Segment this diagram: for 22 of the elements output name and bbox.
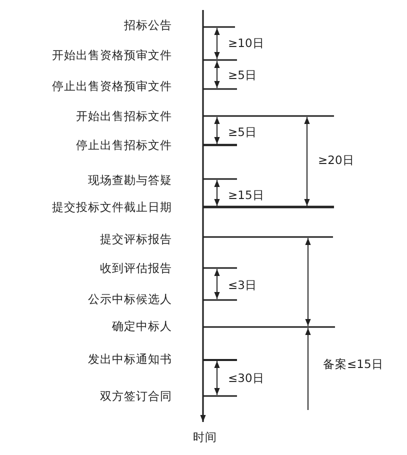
event-label: 现场查勘与答疑	[88, 173, 172, 187]
duration-label: ≤3日	[228, 278, 257, 292]
event-label: 收到评估报告	[100, 261, 172, 275]
event-label: 停止出售资格预审文件	[52, 79, 172, 93]
axis-label: 时间	[193, 430, 217, 444]
event-label: 招标公告	[124, 18, 172, 32]
duration-label: 备案≤15日	[323, 357, 384, 371]
event-label: 开始出售资格预审文件	[52, 48, 172, 62]
event-label: 发出中标通知书	[88, 352, 172, 366]
duration-label: ≥15日	[228, 188, 264, 202]
event-label: 双方签订合同	[100, 389, 172, 403]
event-label: 确定中标人	[112, 319, 172, 333]
duration-label: ≥5日	[228, 125, 257, 139]
event-label: 公示中标候选人	[88, 292, 172, 306]
event-label: 提交投标文件截止日期	[52, 200, 172, 214]
duration-label: ≥10日	[228, 36, 264, 50]
duration-label: ≥20日	[318, 153, 354, 167]
duration-label: ≤30日	[228, 371, 264, 385]
event-label: 提交评标报告	[100, 232, 172, 246]
duration-label: ≥5日	[228, 68, 257, 82]
event-label: 开始出售招标文件	[76, 109, 172, 123]
event-label: 停止出售招标文件	[76, 138, 172, 152]
